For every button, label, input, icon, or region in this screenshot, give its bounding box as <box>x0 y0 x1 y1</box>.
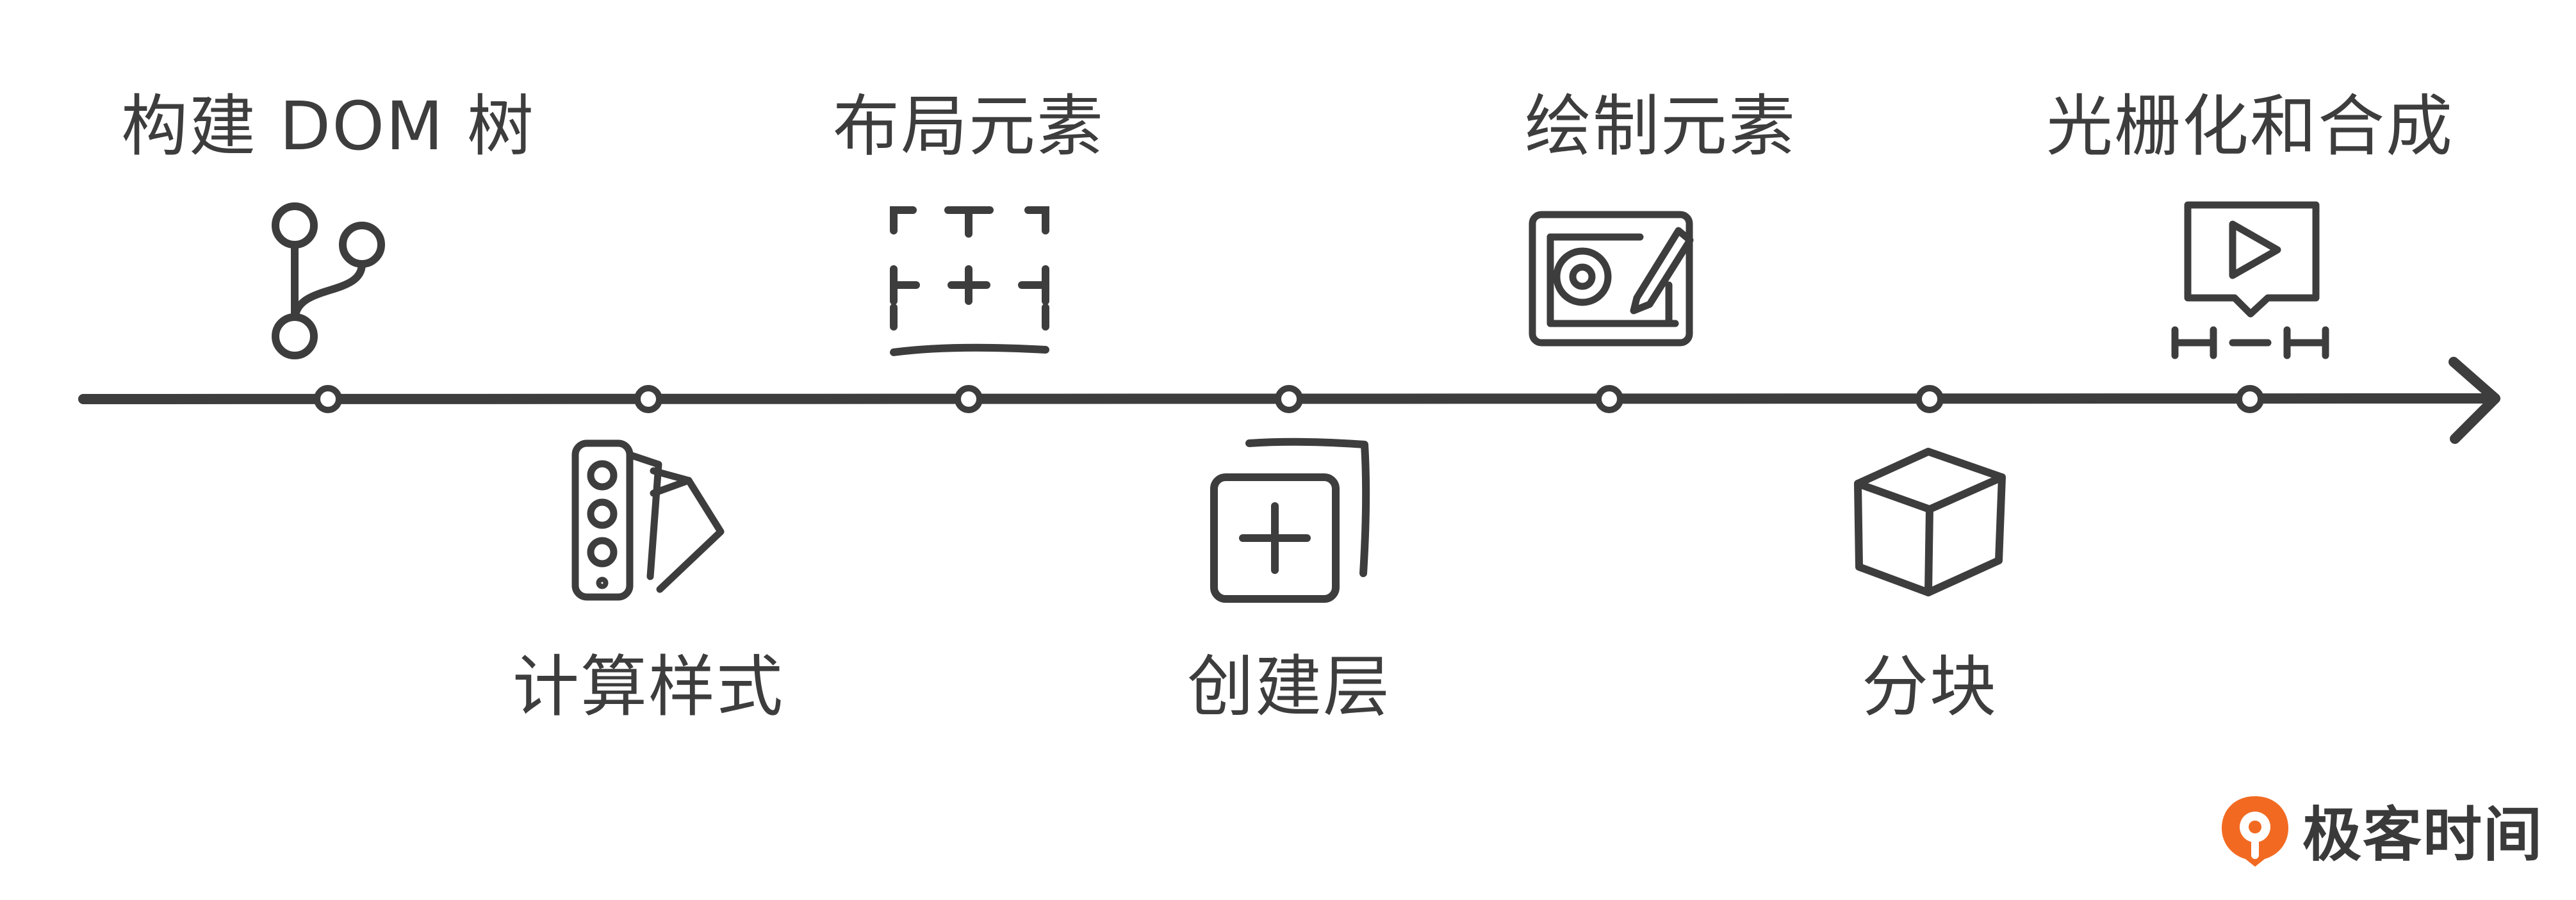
step-label-create-layers: 创建层 <box>1186 648 1391 726</box>
step-label-build-dom: 构建 DOM 树 <box>121 87 535 165</box>
timeline-arrowhead <box>2449 357 2500 444</box>
geektime-logo-icon <box>2222 796 2288 867</box>
cube-icon <box>1854 448 2006 596</box>
timeline-dots <box>314 385 2264 413</box>
brand-name: 极客时间 <box>2302 800 2544 869</box>
video-timeline-icon <box>2171 201 2329 359</box>
add-layer-icon <box>1210 438 1370 603</box>
step-label-compute-styles: 计算样式 <box>512 648 785 726</box>
step-label-tiling: 分块 <box>1861 648 1998 726</box>
brand-watermark: 极客时间 <box>2217 785 2543 874</box>
timeline-dot-2 <box>634 385 662 413</box>
step-label-layout: 布局元素 <box>832 87 1105 165</box>
timeline-dot-5 <box>1595 385 1623 413</box>
color-palette-swatch-icon <box>571 439 725 601</box>
timeline-dot-7 <box>2236 385 2264 413</box>
timeline-dot-1 <box>314 385 342 413</box>
step-label-raster-composite: 光栅化和合成 <box>2046 87 2454 165</box>
drawing-tablet-icon <box>1529 211 1694 347</box>
timeline-dot-4 <box>1275 385 1303 413</box>
timeline-dot-3 <box>955 385 983 413</box>
layout-grid-icon <box>890 206 1049 356</box>
timeline-dot-6 <box>1916 385 1944 413</box>
step-label-paint: 绘制元素 <box>1524 87 1797 165</box>
git-branch-icon <box>272 202 385 359</box>
